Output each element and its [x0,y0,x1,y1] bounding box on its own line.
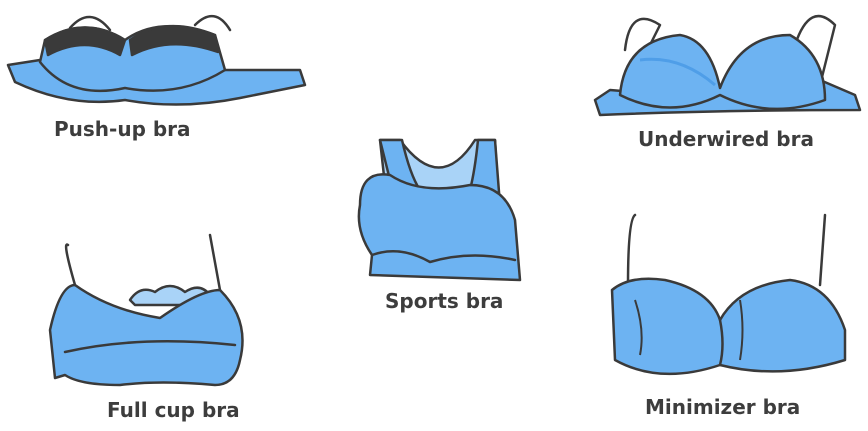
push-up-bra-label: Push-up bra [54,117,191,141]
underwired-bra-illustration [593,14,862,117]
minimizer-bra-illustration [610,213,847,376]
sports-bra-illustration [357,138,522,282]
minimizer-bra-label: Minimizer bra [645,395,801,419]
push-up-bra-illustration [6,15,307,106]
full-cup-bra-label: Full cup bra [107,398,240,422]
full-cup-bra-illustration [48,233,244,387]
underwired-bra-label: Underwired bra [638,127,814,151]
sports-bra-label: Sports bra [385,289,504,313]
